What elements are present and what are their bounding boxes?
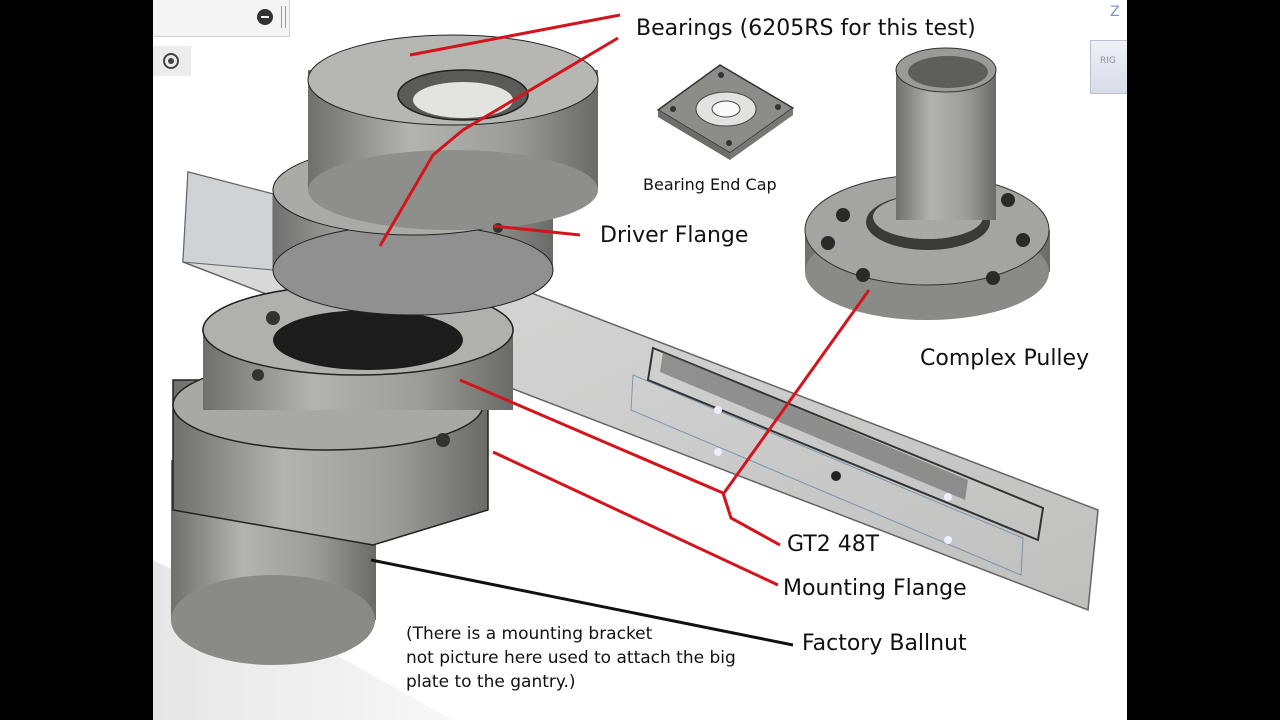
target-icon[interactable] (153, 46, 191, 76)
viewcube-axis-label: Z (1110, 4, 1120, 20)
leader-gt2 (459, 378, 781, 547)
panel-grip[interactable] (281, 6, 286, 28)
label-complex-pulley: Complex Pulley (920, 346, 1090, 371)
label-bearings: Bearings (6205RS for this test) (636, 16, 976, 41)
note-line-1: (There is a mounting bracket (406, 624, 653, 644)
viewcube-face[interactable] (1090, 40, 1127, 94)
viewcube-face-label: RIG (1100, 56, 1116, 66)
assembly-illustration (153, 13, 1099, 720)
leader-bearings-top (409, 13, 621, 57)
minus-circle-icon[interactable] (257, 9, 273, 25)
note-line-2: not picture here used to attach the big (406, 648, 736, 668)
bearing-stack (272, 34, 599, 316)
leader-bearings-mid (378, 36, 619, 247)
label-driver-flange: Driver Flange (600, 223, 749, 248)
leader-complex-pulley (722, 289, 871, 494)
viewcube-icon[interactable]: Z RIG (1088, 0, 1127, 105)
leader-mounting-flange (492, 450, 779, 587)
label-gt2-48t: GT2 48T (787, 532, 880, 557)
browser-panel (153, 0, 290, 37)
bearing-end-cap-part (656, 64, 795, 160)
bracket-note: (There is a mounting bracket not picture… (406, 622, 736, 694)
label-factory-ballnut: Factory Ballnut (802, 631, 967, 656)
leader-driver-flange (492, 224, 581, 237)
cad-canvas[interactable]: Z RIG Bearings (6205RS for this test) Dr… (153, 0, 1127, 720)
label-bearing-end-cap: Bearing End Cap (643, 175, 777, 194)
ballnut-stack (171, 284, 514, 665)
label-mounting-flange: Mounting Flange (783, 576, 967, 601)
complex-pulley-part (804, 47, 1050, 320)
leader-factory-ballnut (370, 558, 794, 647)
note-line-3: plate to the gantry.) (406, 672, 576, 692)
leader-lines (378, 13, 871, 587)
